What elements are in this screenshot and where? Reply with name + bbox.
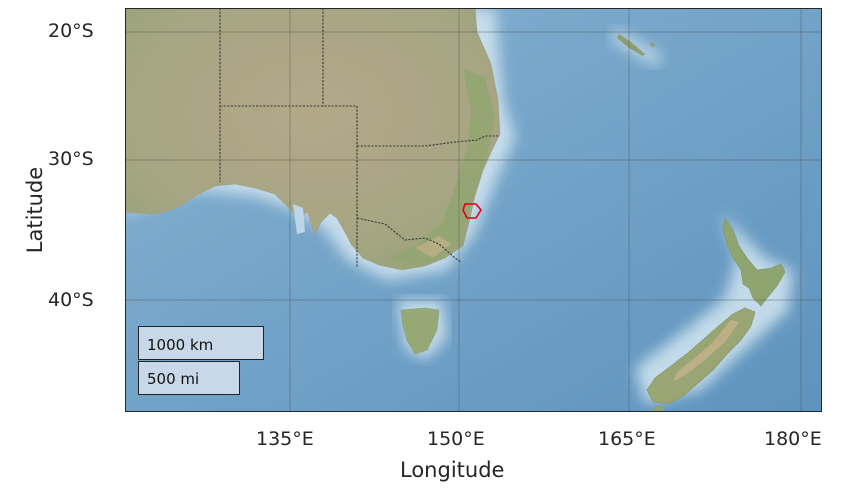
y-tick-label-20s: 20°S bbox=[48, 20, 94, 42]
tasmania-land bbox=[400, 307, 440, 355]
nz-north-island bbox=[722, 217, 786, 307]
border-qld-nsw bbox=[357, 135, 499, 147]
scalebar-km-label: 1000 km bbox=[147, 336, 214, 354]
y-tick-label-30s: 30°S bbox=[48, 148, 94, 170]
highlight-region[interactable] bbox=[462, 203, 482, 219]
australian-alps bbox=[415, 236, 451, 258]
australia-land bbox=[125, 8, 501, 271]
x-axis-label: Longitude bbox=[400, 458, 505, 482]
y-tick-label-40s: 40°S bbox=[48, 289, 94, 311]
graticule bbox=[125, 8, 822, 412]
loyalty-islands bbox=[650, 42, 655, 47]
scalebar-mi-label: 500 mi bbox=[147, 370, 200, 388]
scalebar-km: 1000 km bbox=[138, 326, 264, 360]
x-tick-label-165e: 165°E bbox=[598, 428, 656, 450]
state-borders bbox=[219, 8, 499, 268]
eastern-ranges bbox=[389, 68, 495, 264]
stewart-island bbox=[653, 406, 665, 412]
y-axis-label: Latitude bbox=[23, 166, 47, 254]
x-tick-label-180e: 180°E bbox=[764, 428, 822, 450]
axes-frame bbox=[125, 8, 822, 412]
spencer-gulf bbox=[293, 204, 305, 234]
scalebar-mi: 500 mi bbox=[138, 361, 240, 395]
southern-alps bbox=[673, 320, 739, 382]
nz-shelf bbox=[635, 213, 793, 404]
new-caledonia-land bbox=[617, 34, 645, 56]
x-tick-label-135e: 135°E bbox=[256, 428, 314, 450]
x-tick-label-150e: 150°E bbox=[427, 428, 485, 450]
